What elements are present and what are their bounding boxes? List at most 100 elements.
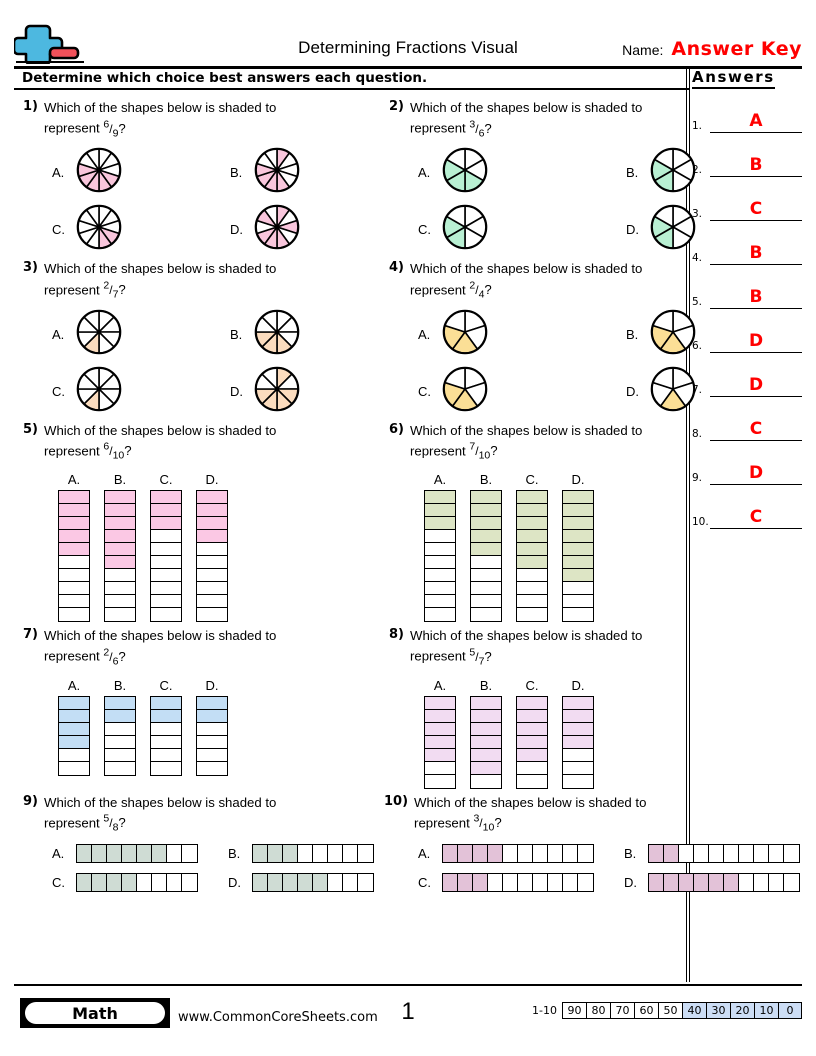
bar-cell: [458, 873, 473, 891]
option-choice[interactable]: [196, 490, 228, 623]
bar-cell: [105, 517, 135, 531]
fraction-denominator: 10: [112, 449, 125, 462]
pie-shape: [76, 366, 122, 417]
option-choice[interactable]: B.: [624, 843, 800, 863]
question-prompt-lead: Which of the shapes below is shaded to r…: [410, 100, 643, 136]
fraction-denominator: 7: [478, 655, 485, 668]
fraction-numerator: 6: [103, 118, 110, 131]
option-choice[interactable]: C.: [52, 872, 198, 892]
option-choice[interactable]: C.: [418, 872, 594, 892]
option-choice[interactable]: [196, 695, 228, 776]
option-choice[interactable]: A.: [418, 147, 592, 198]
option-choice[interactable]: [58, 695, 90, 776]
option-choice[interactable]: [562, 695, 594, 789]
option-choice[interactable]: [104, 490, 136, 623]
option-choice[interactable]: D.: [230, 366, 374, 417]
option-choice[interactable]: A.: [52, 843, 198, 863]
option-choice[interactable]: B.: [626, 309, 800, 360]
bar-cell: [151, 517, 181, 531]
bar-cell: [471, 491, 501, 505]
fraction: 7/10?: [469, 441, 497, 462]
fraction-slash: /: [109, 649, 113, 664]
questions-grid: 1)Which of the shapes below is shaded to…: [14, 94, 800, 892]
bar-cell: [197, 761, 227, 775]
option-choice[interactable]: [150, 695, 182, 776]
question-header: 2)Which of the shapes below is shaded to…: [384, 98, 800, 141]
bar-cell: [517, 530, 547, 544]
option-choice[interactable]: C.: [418, 204, 592, 255]
fraction-denominator: 7: [112, 288, 119, 301]
question-prompt-lead: Which of the shapes below is shaded to r…: [410, 261, 643, 297]
option-choice[interactable]: A.: [418, 843, 594, 863]
answer-row-value[interactable]: D: [710, 376, 802, 397]
bar-cell: [59, 504, 89, 518]
bar-cell: [488, 873, 503, 891]
option-choice[interactable]: [150, 490, 182, 623]
bar-cell: [151, 582, 181, 596]
answer-row-value[interactable]: B: [710, 288, 802, 309]
answer-row: 10.C: [690, 501, 802, 529]
answer-row-value[interactable]: C: [710, 200, 802, 221]
option-choice[interactable]: [562, 490, 594, 623]
option-choice[interactable]: C.: [52, 366, 196, 417]
option-choice[interactable]: D.: [228, 872, 374, 892]
option-choice[interactable]: A.: [52, 147, 196, 198]
bar-cell: [425, 748, 455, 762]
option-letter: B.: [624, 845, 637, 861]
bar-cell: [471, 748, 501, 762]
fraction-denominator: 6: [478, 127, 485, 140]
bar-cell: [105, 543, 135, 557]
bar-cell: [151, 748, 181, 762]
option-choice[interactable]: A.: [418, 309, 592, 360]
bar-cell: [471, 517, 501, 531]
question-prompt: Which of the shapes below is shaded to r…: [44, 259, 324, 302]
option-choice[interactable]: D.: [626, 204, 800, 255]
option-choice[interactable]: [104, 695, 136, 776]
answer-row-value[interactable]: C: [710, 508, 802, 529]
option-choice[interactable]: [424, 695, 456, 789]
answer-row-value[interactable]: D: [710, 464, 802, 485]
bar-cell: [471, 530, 501, 544]
option-choice[interactable]: B.: [230, 309, 374, 360]
option-choice[interactable]: B.: [230, 147, 374, 198]
option-choice[interactable]: D.: [626, 366, 800, 417]
option-choice[interactable]: [470, 490, 502, 623]
bar-cell: [518, 844, 533, 862]
bar-cell: [59, 608, 89, 622]
option-choice[interactable]: B.: [626, 147, 800, 198]
option-choice[interactable]: D.: [624, 872, 800, 892]
bar-cell: [122, 873, 137, 891]
option-choice[interactable]: [516, 490, 548, 623]
bar-cell: [105, 608, 135, 622]
option-choice[interactable]: [58, 490, 90, 623]
fraction-denominator: 9: [112, 127, 119, 140]
option-choice[interactable]: D.: [230, 204, 374, 255]
bar-cell: [471, 569, 501, 583]
fraction-denominator: 10: [482, 821, 495, 834]
bar-cell: [724, 844, 739, 862]
option-choice[interactable]: A.: [52, 309, 196, 360]
answer-row-value[interactable]: A: [710, 112, 802, 133]
bar-cell: [197, 582, 227, 596]
option-choice[interactable]: [424, 490, 456, 623]
option-choice[interactable]: [516, 695, 548, 789]
bar-cell: [471, 582, 501, 596]
option-choice[interactable]: C.: [52, 204, 196, 255]
bar-cell: [563, 504, 593, 518]
bar-cell: [425, 774, 455, 788]
bar-cell: [328, 844, 343, 862]
bar-cell: [649, 873, 664, 891]
bar-cell: [59, 595, 89, 609]
bar-cell: [425, 569, 455, 583]
option-choice[interactable]: [470, 695, 502, 789]
answer-row-value[interactable]: C: [710, 420, 802, 441]
answer-row: 4.B: [690, 237, 802, 265]
options-group: A.B.C.D.: [58, 678, 374, 776]
option-choice[interactable]: C.: [418, 366, 592, 417]
answer-row-value[interactable]: B: [710, 244, 802, 265]
bar-cell: [59, 709, 89, 723]
option-choice[interactable]: B.: [228, 843, 374, 863]
bar-cell: [167, 844, 182, 862]
answer-row-value[interactable]: D: [710, 332, 802, 353]
answer-row-value[interactable]: B: [710, 156, 802, 177]
